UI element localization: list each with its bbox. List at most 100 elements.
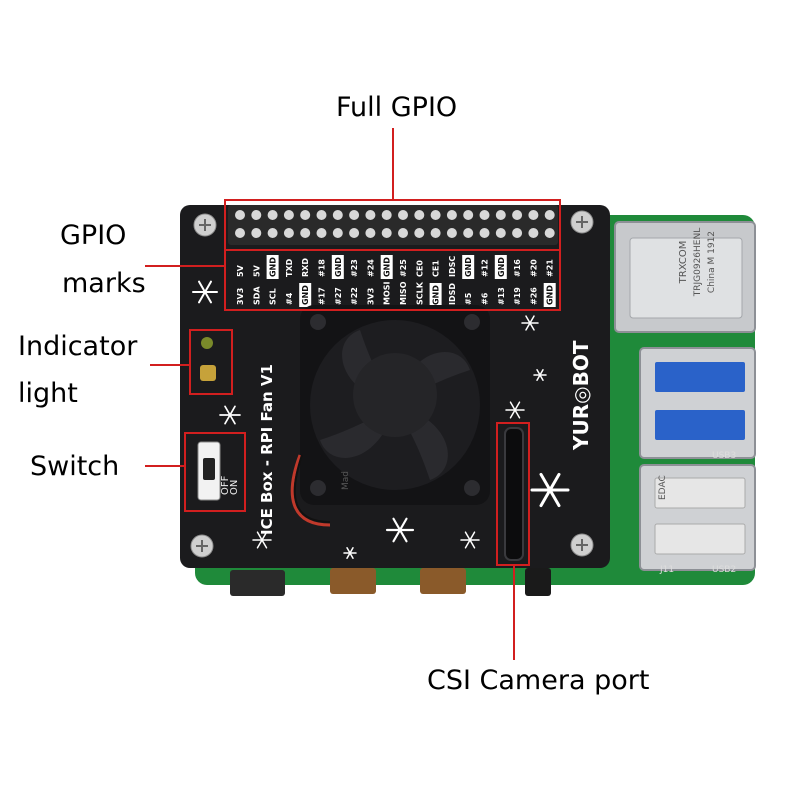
csi-camera-slot <box>504 427 524 561</box>
fan-text: Mad <box>341 471 351 490</box>
switch-off-label: OFF <box>220 475 231 495</box>
gpio-pin <box>430 228 441 238</box>
gpio-pin <box>479 228 490 238</box>
screw-icon <box>570 210 594 234</box>
gpio-pin <box>512 228 523 238</box>
switch-callout-box <box>184 432 246 512</box>
gpio-pin <box>283 210 294 220</box>
gpio-pin-label: #22 <box>350 287 359 305</box>
gpio-pin-label: #27 <box>334 287 343 305</box>
gpio-pin <box>430 210 441 220</box>
gpio-pin-label: #21 <box>546 259 555 277</box>
fan-wire-black <box>293 454 331 523</box>
gpio-pin <box>544 228 555 238</box>
gpio-pin-label: GND <box>301 285 310 305</box>
snowflake-icon <box>252 531 272 549</box>
gpio-pin <box>381 228 392 238</box>
gpio-pin-label: #25 <box>399 259 408 277</box>
gpio-pin-label: #24 <box>366 259 375 277</box>
snowflake-icon <box>533 369 547 381</box>
fan-screw-hole <box>310 480 326 496</box>
fan-screw-hole <box>310 314 326 330</box>
indicator-light-pad <box>200 365 216 381</box>
switch-label: Switch <box>30 451 120 482</box>
gpio-pin <box>283 228 294 238</box>
audio-jack <box>525 568 551 596</box>
gnd-highlight <box>299 283 312 307</box>
gpio-pin-label: GND <box>546 285 555 305</box>
gnd-highlight <box>331 255 344 279</box>
gpio-pin-label: GND <box>464 257 473 277</box>
gpio-pin-label: SCL <box>269 288 278 305</box>
gnd-highlight <box>462 255 475 279</box>
gpio-pin <box>235 210 245 220</box>
gpio-pin <box>446 210 457 220</box>
gpio-pin <box>300 210 311 220</box>
gpio-pin-label: IDSD <box>448 283 457 305</box>
gpio-pin <box>267 210 278 220</box>
brand-logo: YUR◎BOT <box>569 340 593 451</box>
snowflake-icon <box>530 472 570 508</box>
gnd-highlight <box>543 283 556 307</box>
gpio-pin <box>332 228 343 238</box>
callout-frames <box>184 199 561 566</box>
gpio-pin-label: #23 <box>350 259 359 277</box>
callout-lines <box>145 128 515 660</box>
gpio-pin-label: GND <box>269 257 278 277</box>
gpio-pin <box>332 210 343 220</box>
screw-icon <box>190 534 214 558</box>
indicator-callout-box <box>189 329 233 395</box>
gpio-pin-label: #12 <box>481 259 490 277</box>
gpio-pin <box>446 228 457 238</box>
gpio-pin-label: CE0 <box>415 260 424 277</box>
gpio-pin-label: #26 <box>529 287 538 305</box>
gpio-pin-label: #18 <box>318 259 327 277</box>
usb2-tongue-2 <box>654 523 746 555</box>
full-gpio-label: Full GPIO <box>336 92 458 123</box>
gpio-pin <box>365 210 376 220</box>
gpio-pin <box>349 210 360 220</box>
gpio-pin-label: RXD <box>301 258 310 277</box>
gpio-pin <box>512 210 523 220</box>
gpio-pin <box>267 228 278 238</box>
gpio-pin <box>528 210 539 220</box>
gpio-pin <box>528 228 539 238</box>
gpio-pin-label: GND <box>334 257 343 277</box>
screw-icon <box>193 213 217 237</box>
snowflake-icon <box>460 531 480 549</box>
gpio-pin <box>495 210 506 220</box>
gpio-pin-label: 5V <box>236 264 245 277</box>
hdmi-port-2 <box>420 568 466 594</box>
snowflake-icon <box>505 401 525 419</box>
ethernet-text-2: TRJG0926HENL <box>693 228 703 297</box>
gpio-pin <box>414 228 425 238</box>
usb3-tongue-2 <box>655 410 745 440</box>
gpio-marks-callout-box <box>224 249 561 311</box>
snowflake-icon <box>219 405 241 425</box>
gpio-pin <box>463 210 474 220</box>
snowflake-icon <box>343 547 357 559</box>
usb2-tongue-1 <box>654 477 746 509</box>
gpio-pin-label: #13 <box>497 287 506 305</box>
gnd-highlight <box>429 283 442 307</box>
indicator-led <box>201 337 213 349</box>
gpio-pin <box>365 228 376 238</box>
gpio-pin-label: MISO <box>399 281 408 305</box>
gpio-pin-label: IDSC <box>448 256 457 277</box>
gpio-pin <box>316 210 327 220</box>
gpio-pin-label: TXD <box>285 258 294 277</box>
gpio-pin-label: MOSI <box>383 281 392 305</box>
ethernet-shell <box>629 237 743 319</box>
gpio-pin-label: GND <box>383 257 392 277</box>
gpio-pin <box>349 228 360 238</box>
csi-camera-label: CSI Camera port <box>427 665 650 696</box>
snowflake-icon <box>521 315 539 331</box>
hdmi-port-1 <box>330 568 376 594</box>
switch-knob[interactable] <box>203 458 215 480</box>
gpio-pins <box>235 210 555 238</box>
gpio-pin <box>398 210 408 220</box>
gpio-marks-label-line2: marks <box>62 268 146 299</box>
usb3-tongue-1 <box>655 362 745 392</box>
gpio-pin-label: #20 <box>529 259 538 277</box>
